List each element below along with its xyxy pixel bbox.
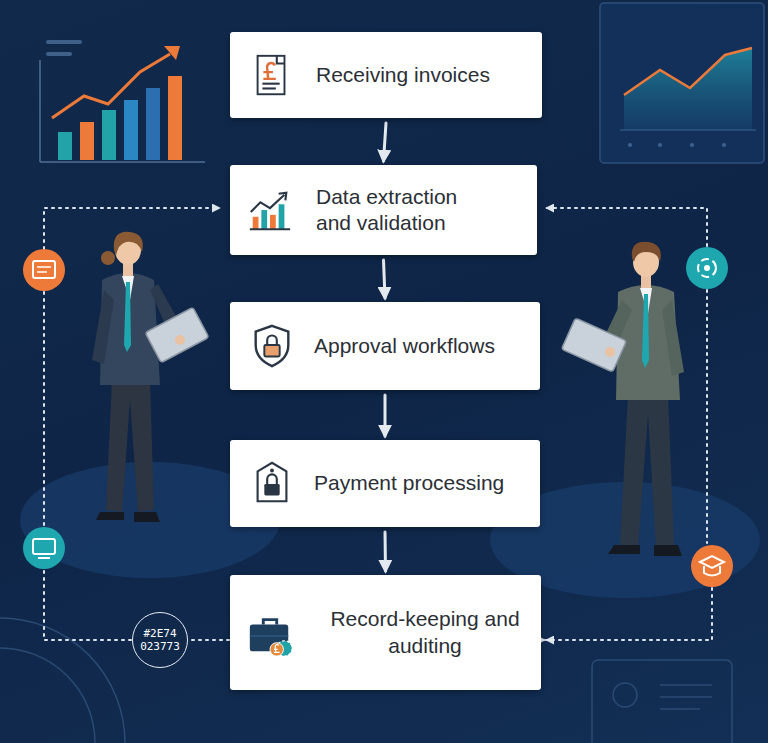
text-block: Data extraction and validation bbox=[316, 184, 486, 237]
process-box: Payment processing bbox=[230, 440, 540, 527]
code-label: #2E74 023773 bbox=[137, 627, 183, 653]
woman-figure bbox=[92, 232, 209, 522]
box-icon bbox=[246, 187, 294, 235]
box-icon bbox=[246, 611, 294, 659]
text-block: Approval workflows bbox=[314, 333, 524, 359]
faint-panel bbox=[592, 660, 732, 743]
man-figure bbox=[562, 242, 684, 556]
code-badge: #2E74 023773 bbox=[132, 612, 188, 668]
process-box: Data extraction and validation bbox=[230, 165, 537, 255]
step-label: Approval workflows bbox=[314, 333, 524, 359]
orange-icon-circle bbox=[691, 545, 733, 587]
process-box: Record-keeping and auditing bbox=[230, 575, 541, 690]
step-label: Payment processing bbox=[314, 470, 524, 496]
flow-arrow bbox=[384, 395, 387, 436]
flow-arrow bbox=[384, 123, 387, 161]
flow-arrow bbox=[384, 532, 388, 571]
teal-icon-circle bbox=[23, 527, 65, 569]
step-label: Record-keeping and auditing bbox=[325, 606, 525, 659]
text-block: #2E74 023773 bbox=[137, 627, 183, 653]
text-block: Receiving invoices bbox=[316, 62, 526, 88]
area-chart-panel bbox=[600, 3, 764, 163]
text-block: Payment processing bbox=[314, 470, 524, 496]
box-icon bbox=[248, 458, 296, 506]
box-icon bbox=[248, 322, 296, 370]
process-box: Approval workflows bbox=[230, 302, 540, 390]
process-box: Receiving invoices bbox=[230, 32, 542, 118]
step-label: Receiving invoices bbox=[316, 62, 526, 88]
teal-icon-circle bbox=[686, 247, 728, 289]
step-label: Data extraction and validation bbox=[316, 184, 486, 237]
orange-icon-circle bbox=[23, 249, 65, 291]
text-block: Record-keeping and auditing bbox=[325, 606, 525, 659]
corner-arcs bbox=[0, 618, 125, 743]
bar-chart-art bbox=[40, 42, 205, 162]
box-icon bbox=[248, 52, 296, 100]
flow-arrow bbox=[384, 260, 386, 298]
